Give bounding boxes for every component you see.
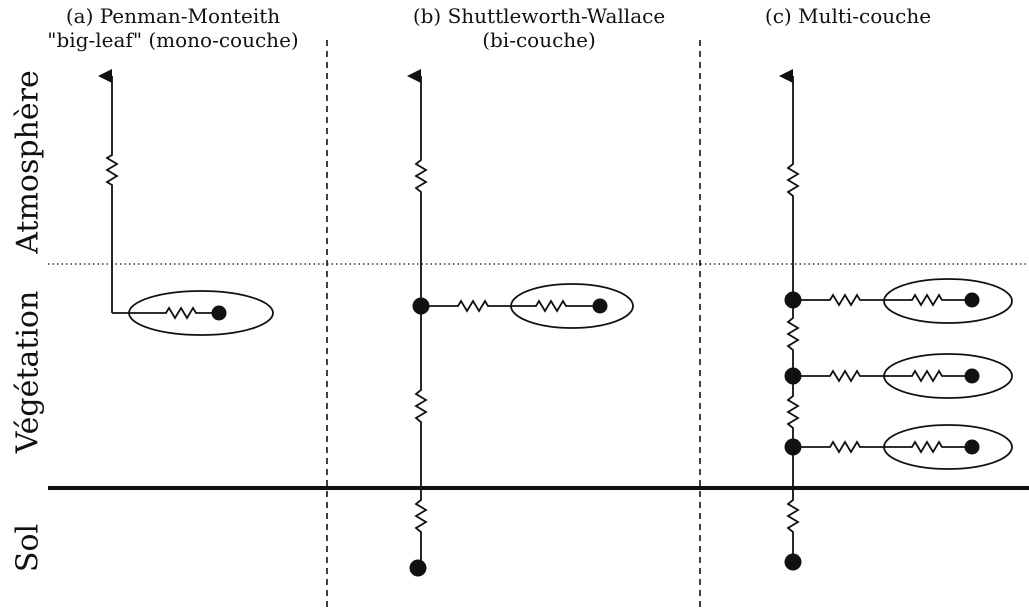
panel-b-title: (b) Shuttleworth-Wallace (bi-couche) <box>413 4 665 52</box>
panel-b-title-line1: (b) Shuttleworth-Wallace <box>412 4 666 28</box>
panel-b-soil-node <box>409 559 427 577</box>
panel-c-canopy-node-3 <box>784 438 802 456</box>
panel-b-soil-resistance <box>414 488 428 568</box>
panel-a-leaf-node <box>211 305 227 321</box>
panel-b-network <box>407 69 634 577</box>
panel-c-leaf-node-2 <box>964 368 980 384</box>
panel-c-stomatal-resistance-3 <box>884 440 972 454</box>
panel-c-stomatal-resistance-2 <box>884 369 972 383</box>
panel-b-title-line2: (bi-couche) <box>482 28 596 52</box>
panel-b-leaf-ellipse <box>510 283 634 329</box>
panel-a-aerodynamic-resistance <box>98 69 119 313</box>
panel-b-stomatal-resistance <box>512 299 600 313</box>
panel-c-canopy-resistance-2 <box>786 376 800 447</box>
panel-c-boundary-resistance-3 <box>793 440 884 454</box>
panel-c-leaf-ellipse-1 <box>883 278 1013 324</box>
panel-a-title-line1: (a) Penman-Monteith <box>65 4 281 28</box>
panel-c-leaf-node-1 <box>964 292 980 308</box>
panel-c-boundary-resistance-1 <box>793 293 884 307</box>
panel-a-stomatal-resistance <box>160 306 218 320</box>
panel-c-title-line1: (c) Multi-couche <box>764 4 932 28</box>
panel-b-canopy-resistance <box>414 305 428 488</box>
panel-c-soil-resistance <box>786 488 800 562</box>
panel-c-canopy-node-2 <box>784 367 802 385</box>
panel-c-aerodynamic-resistance <box>779 69 800 300</box>
panel-c-canopy-node-1 <box>784 291 802 309</box>
panel-c-canopy-resistance-1 <box>786 300 800 376</box>
panel-b-canopy-node <box>412 297 430 315</box>
panel-c-soil-node <box>784 553 802 571</box>
panel-c-boundary-resistance-2 <box>793 369 884 383</box>
panel-a-title: (a) Penman-Monteith "big-leaf" (mono-cou… <box>47 4 298 52</box>
panel-b-boundary-resistance <box>421 299 512 313</box>
panel-b-aerodynamic-resistance <box>407 69 428 305</box>
panel-a-network <box>98 69 274 336</box>
panel-c-stomatal-resistance-1 <box>884 293 972 307</box>
panel-c-leaf-node-3 <box>964 439 980 455</box>
panel-b-leaf-node <box>592 298 608 314</box>
panel-c-network <box>779 69 1013 571</box>
panel-a-title-line2: "big-leaf" (mono-couche) <box>47 28 299 52</box>
panel-a-leaf-ellipse <box>128 290 274 336</box>
panel-c-title: (c) Multi-couche <box>765 4 931 28</box>
